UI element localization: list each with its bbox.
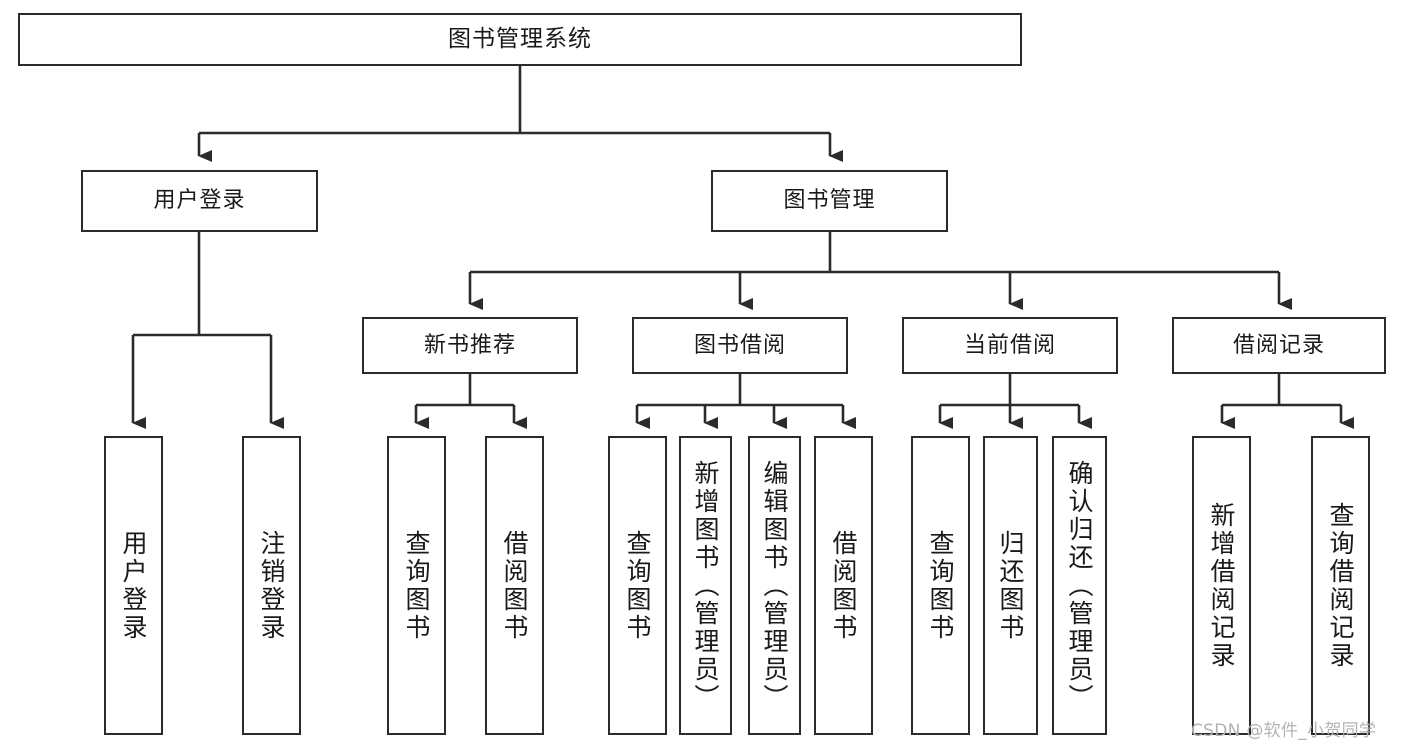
node-borrow-record-label: 借阅记录 — [1232, 332, 1325, 358]
node-leaf-query-borrow-record[interactable]: 查询借阅记录 — [1311, 436, 1370, 735]
node-user-login-label: 用户登录 — [153, 188, 246, 214]
node-current-borrow-label: 当前借阅 — [963, 332, 1056, 358]
node-leaf-return-book-label: 归还图书 — [996, 529, 1025, 642]
node-new-book-recommend-label: 新书推荐 — [423, 332, 516, 358]
node-borrow-record[interactable]: 借阅记录 — [1172, 317, 1386, 374]
node-leaf-add-borrow-record-label: 新增借阅记录 — [1207, 501, 1236, 670]
csdn-watermark: CSDN @软件_小贺同学 — [1191, 721, 1377, 741]
node-leaf-query-book-borrow-label: 查询图书 — [623, 529, 652, 642]
node-current-borrow[interactable]: 当前借阅 — [902, 317, 1118, 374]
node-root-system-label: 图书管理系统 — [448, 25, 592, 52]
node-leaf-edit-book-admin-label: 编辑图书（管理员） — [760, 459, 789, 712]
node-leaf-borrow-book-recommend-label: 借阅图书 — [500, 529, 529, 642]
node-leaf-query-book-current-label: 查询图书 — [926, 529, 955, 642]
node-leaf-user-login[interactable]: 用户登录 — [104, 436, 163, 735]
node-leaf-return-book[interactable]: 归还图书 — [983, 436, 1038, 735]
node-leaf-query-book-borrow[interactable]: 查询图书 — [608, 436, 667, 735]
node-leaf-add-borrow-record[interactable]: 新增借阅记录 — [1192, 436, 1251, 735]
node-leaf-query-book-recommend-label: 查询图书 — [402, 529, 431, 642]
node-root-system[interactable]: 图书管理系统 — [18, 13, 1022, 66]
node-leaf-query-book-current[interactable]: 查询图书 — [911, 436, 970, 735]
node-leaf-add-book-admin-label: 新增图书（管理员） — [691, 459, 720, 712]
node-book-borrow[interactable]: 图书借阅 — [632, 317, 848, 374]
node-leaf-user-login-label: 用户登录 — [119, 529, 148, 642]
node-leaf-logout[interactable]: 注销登录 — [242, 436, 301, 735]
node-leaf-confirm-return-admin[interactable]: 确认归还（管理员） — [1052, 436, 1107, 735]
node-leaf-query-book-recommend[interactable]: 查询图书 — [387, 436, 446, 735]
node-book-management-label: 图书管理 — [783, 188, 876, 214]
node-new-book-recommend[interactable]: 新书推荐 — [362, 317, 578, 374]
node-leaf-borrow-book-recommend[interactable]: 借阅图书 — [485, 436, 544, 735]
node-leaf-add-book-admin[interactable]: 新增图书（管理员） — [679, 436, 732, 735]
node-user-login[interactable]: 用户登录 — [81, 170, 318, 232]
node-book-management[interactable]: 图书管理 — [711, 170, 948, 232]
node-book-borrow-label: 图书借阅 — [693, 332, 786, 358]
node-leaf-confirm-return-admin-label: 确认归还（管理员） — [1065, 459, 1094, 712]
node-leaf-edit-book-admin[interactable]: 编辑图书（管理员） — [748, 436, 801, 735]
node-leaf-borrow-book[interactable]: 借阅图书 — [814, 436, 873, 735]
node-leaf-logout-label: 注销登录 — [257, 529, 286, 642]
node-leaf-borrow-book-label: 借阅图书 — [829, 529, 858, 642]
node-leaf-query-borrow-record-label: 查询借阅记录 — [1326, 501, 1355, 670]
